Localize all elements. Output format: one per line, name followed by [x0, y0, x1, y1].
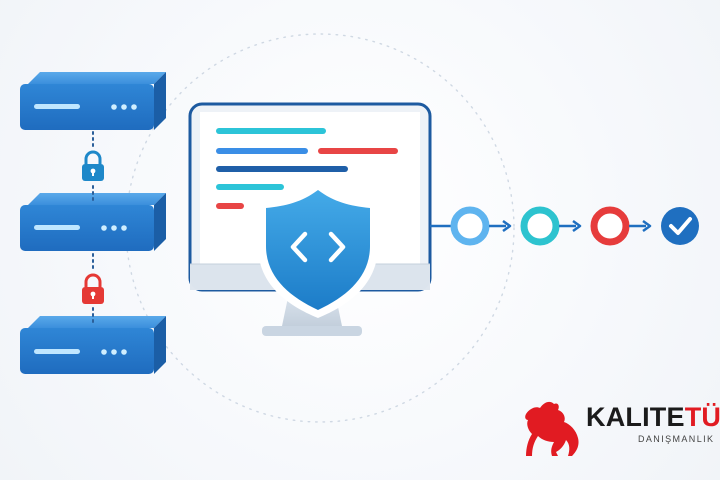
brand-subtitle: DANIŞMANLIK	[638, 434, 715, 444]
padlock-icon	[82, 150, 104, 181]
brand-logo: KALITETÜRK DANIŞMANLIK	[520, 396, 720, 460]
pipeline-step-pending	[450, 206, 490, 246]
server-1	[20, 72, 166, 130]
code-lines	[216, 128, 398, 209]
shield-code-icon	[258, 182, 378, 318]
pipeline-step-passed	[661, 207, 699, 245]
pipeline-step-failed	[590, 206, 630, 246]
server-3	[20, 316, 166, 374]
checkmark-icon	[669, 217, 692, 235]
pipeline	[430, 206, 699, 246]
pipeline-step-in-progress	[520, 206, 560, 246]
padlock-icon	[82, 273, 104, 304]
horse-logo-icon	[525, 401, 579, 456]
brand-name: KALITETÜRK	[586, 404, 720, 431]
server-2	[20, 193, 166, 251]
brand-name-part1: KALITE	[586, 402, 685, 432]
brand-name-part2: TÜRK	[684, 402, 720, 432]
